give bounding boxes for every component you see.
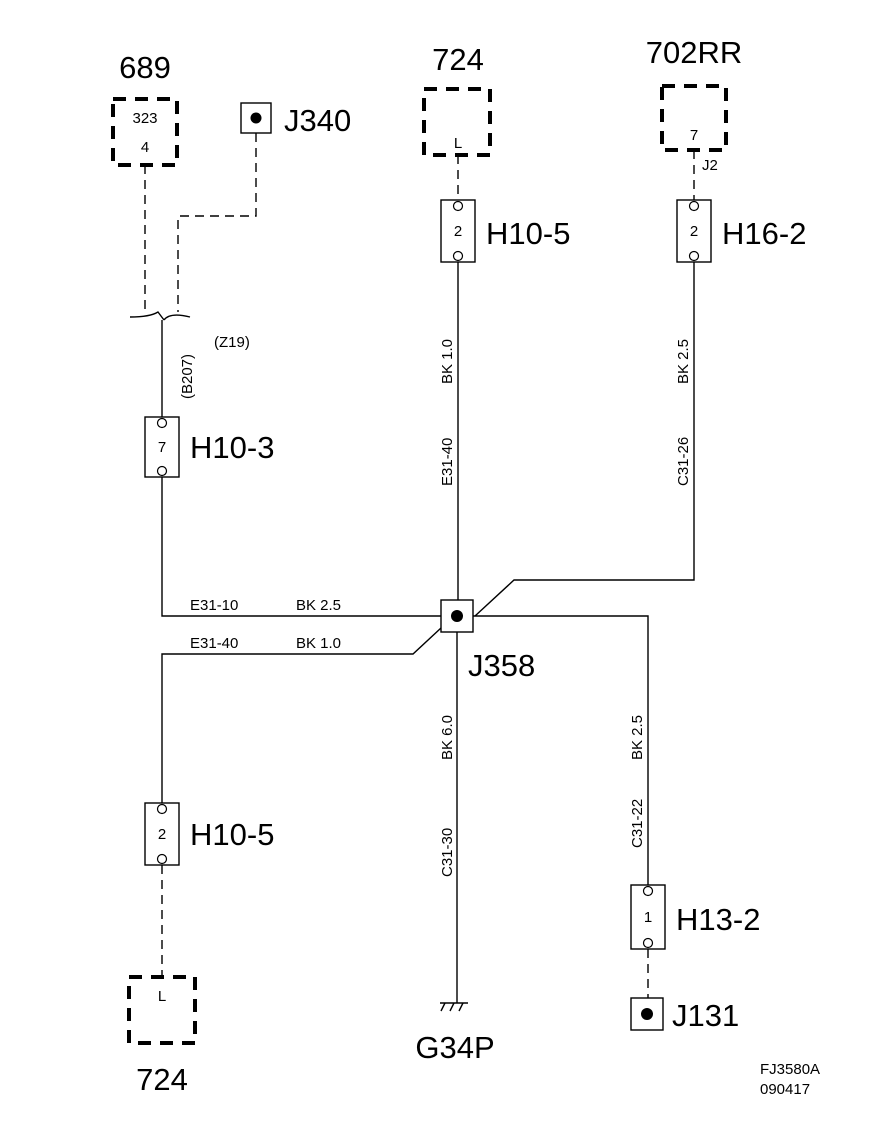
h16-2-pin-bottom	[688, 250, 700, 262]
connector-702rr-label: 702RR	[646, 35, 743, 70]
wire-e31-40-horizontal	[161, 627, 442, 803]
connector-724-top-label: 724	[432, 42, 484, 77]
j340-label: J340	[284, 103, 351, 138]
h10-3-pin-top	[156, 417, 168, 429]
connector-724-top-pin: L	[454, 135, 462, 152]
connector-724-top-box	[422, 87, 492, 157]
wire-c31-26-spec: BK 2.5	[675, 339, 692, 384]
h13-2-pin-top	[642, 885, 654, 897]
connector-724-bottom-box	[127, 975, 197, 1045]
j131-label: J131	[672, 998, 739, 1033]
h10-3-label: H10-3	[190, 430, 274, 465]
wire-e31-40-vertical-circuit: E31-40	[439, 438, 456, 486]
connector-724-bottom-label: 724	[136, 1062, 188, 1097]
wire-c31-26	[474, 262, 695, 617]
h16-2-label: H16-2	[722, 216, 806, 251]
wire-c31-30-circuit: C31-30	[439, 828, 456, 877]
h10-5-top-pin-bottom	[452, 250, 464, 262]
g34p-label: G34P	[415, 1030, 494, 1065]
splice-right-label: (Z19)	[214, 334, 250, 351]
connector-724-bottom-pin: L	[158, 988, 166, 1005]
h16-2-pin-number: 2	[690, 223, 698, 240]
j358-label: J358	[468, 648, 535, 683]
h13-2-pin-bottom	[642, 937, 654, 949]
footer-date: 090417	[760, 1081, 810, 1098]
footer-code: FJ3580A	[760, 1061, 820, 1078]
connector-689-pin-top: 323	[132, 110, 157, 127]
h10-5-top-pin-top	[452, 200, 464, 212]
wire-c31-22-circuit: C31-22	[629, 799, 646, 848]
h10-5-top-pin-number: 2	[454, 223, 462, 240]
splice-bracket	[129, 311, 191, 321]
h10-5-bottom-label: H10-5	[190, 817, 274, 852]
h16-2-pin-top	[688, 200, 700, 212]
j358-splice-dot	[451, 610, 463, 622]
wire-e31-10-spec: BK 2.5	[296, 597, 341, 614]
wire-e31-10-circuit: E31-10	[190, 597, 238, 614]
h10-5-bottom-pin-bottom	[156, 853, 168, 865]
h10-5-top-label: H10-5	[486, 216, 570, 251]
connector-702rr-sub: J2	[702, 157, 718, 174]
wire-c31-22	[473, 615, 649, 885]
j131-terminal-dot	[641, 1008, 653, 1020]
splice-left-label: (B207)	[179, 354, 196, 399]
wire-e31-40-vertical-spec: BK 1.0	[439, 339, 456, 384]
h10-3-pin-number: 7	[158, 439, 166, 456]
wire-c31-30-spec: BK 6.0	[439, 715, 456, 760]
connector-689-label: 689	[119, 50, 171, 85]
h10-3-pin-bottom	[156, 465, 168, 477]
j340-terminal-dot	[250, 112, 262, 124]
wire-e31-40-horizontal-spec: BK 1.0	[296, 635, 341, 652]
wire-c31-22-spec: BK 2.5	[629, 715, 646, 760]
connector-689-pin-bottom: 4	[141, 139, 149, 156]
wire-e31-10	[161, 477, 441, 617]
ground-icon	[440, 1002, 468, 1012]
wire-j340-down	[177, 133, 257, 312]
h13-2-pin-number: 1	[644, 909, 652, 926]
h13-2-label: H13-2	[676, 902, 760, 937]
h10-5-bottom-pin-number: 2	[158, 826, 166, 843]
connector-702rr-pin: 7	[690, 127, 698, 144]
connector-702rr-box	[660, 84, 728, 152]
wire-e31-40-horizontal-circuit: E31-40	[190, 635, 238, 652]
wire-c31-26-circuit: C31-26	[675, 437, 692, 486]
h10-5-bottom-pin-top	[156, 803, 168, 815]
